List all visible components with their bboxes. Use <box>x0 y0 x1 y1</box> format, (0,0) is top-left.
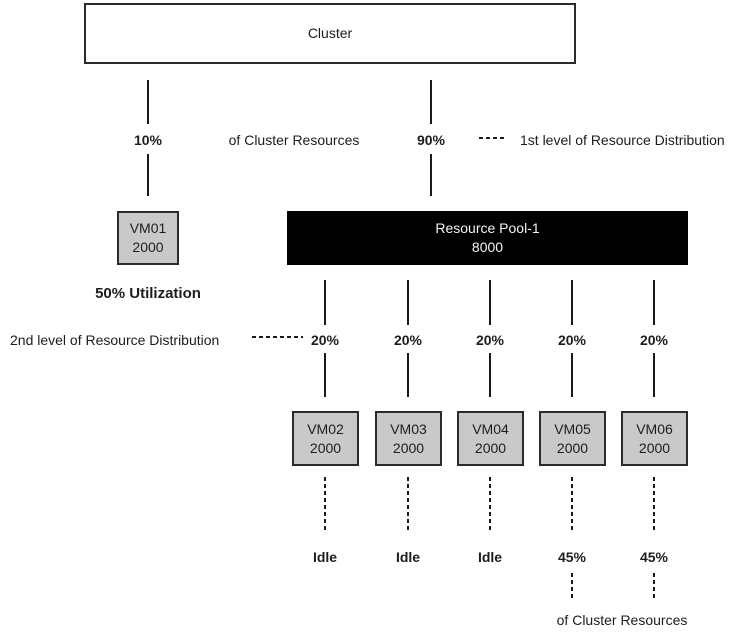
vm06-status-dash <box>653 477 655 532</box>
vm02-box: VM02 2000 <box>292 411 359 466</box>
resource-pool-shares: 8000 <box>471 239 504 255</box>
vm06-name: VM06 <box>636 420 673 437</box>
vm06-share-label: 20% <box>639 332 669 348</box>
vm02-share-label: 20% <box>310 332 340 348</box>
connector-cluster-pool-top <box>430 80 432 124</box>
vm05-footer-dash <box>571 573 573 600</box>
vm01-utilization-label: 50% Utilization <box>95 285 201 302</box>
connector-cluster-pool-bottom <box>430 154 432 196</box>
vm04-shares: 2000 <box>474 439 507 456</box>
vm01-box: VM01 2000 <box>117 211 179 265</box>
vm03-share-label: 20% <box>393 332 423 348</box>
level2-legend-dash <box>252 336 303 338</box>
connector-pool-vm02-bottom <box>324 353 326 397</box>
connector-pool-vm02-top <box>324 280 326 325</box>
vm04-status-label: Idle <box>477 549 503 565</box>
vm03-box: VM03 2000 <box>375 411 442 466</box>
vm01-name: VM01 <box>129 220 167 236</box>
pool-share-label: 90% <box>416 132 446 148</box>
vm03-status-dash <box>407 477 409 532</box>
connector-pool-vm03-top <box>407 280 409 325</box>
vm05-box: VM05 2000 <box>539 411 606 466</box>
connector-cluster-vm01-top <box>147 80 149 124</box>
vm06-status-label: 45% <box>639 549 669 565</box>
vm03-shares: 2000 <box>392 439 425 456</box>
cluster-label: Cluster <box>307 25 353 41</box>
connector-pool-vm03-bottom <box>407 353 409 397</box>
vm04-box: VM04 2000 <box>457 411 524 466</box>
vm06-footer-dash <box>653 573 655 600</box>
vm06-box: VM06 2000 <box>621 411 688 466</box>
vm01-shares: 2000 <box>132 239 164 255</box>
cluster-box: Cluster <box>84 3 576 64</box>
connector-pool-vm06-bottom <box>653 353 655 397</box>
vm05-status-dash <box>571 477 573 532</box>
vm03-name: VM03 <box>390 420 427 437</box>
vm04-status-dash <box>489 477 491 532</box>
footer-caption: of Cluster Resources <box>556 612 688 628</box>
connector-pool-vm05-bottom <box>571 353 573 397</box>
vm05-status-label: 45% <box>557 549 587 565</box>
vm05-name: VM05 <box>554 420 591 437</box>
connector-pool-vm04-bottom <box>489 353 491 397</box>
connector-pool-vm04-top <box>489 280 491 325</box>
vm02-status-label: Idle <box>312 549 338 565</box>
resource-pool-name: Resource Pool-1 <box>435 220 540 236</box>
resource-pool-box: Resource Pool-1 8000 <box>287 211 688 265</box>
connector-cluster-vm01-bottom <box>147 154 149 196</box>
level2-legend: 2nd level of Resource Distribution <box>10 332 220 348</box>
connector-pool-vm06-top <box>653 280 655 325</box>
connector-pool-vm05-top <box>571 280 573 325</box>
vm02-status-dash <box>324 477 326 532</box>
vm06-shares: 2000 <box>638 439 671 456</box>
vm05-share-label: 20% <box>557 332 587 348</box>
vm05-shares: 2000 <box>556 439 589 456</box>
vm04-name: VM04 <box>472 420 509 437</box>
vm02-shares: 2000 <box>309 439 342 456</box>
vm04-share-label: 20% <box>475 332 505 348</box>
vm02-name: VM02 <box>307 420 344 437</box>
vm03-status-label: Idle <box>395 549 421 565</box>
level1-share-caption: of Cluster Resources <box>228 132 360 148</box>
level1-legend: 1st level of Resource Distribution <box>520 132 725 148</box>
level1-legend-dash <box>479 137 506 139</box>
vm01-share-label: 10% <box>133 132 163 148</box>
